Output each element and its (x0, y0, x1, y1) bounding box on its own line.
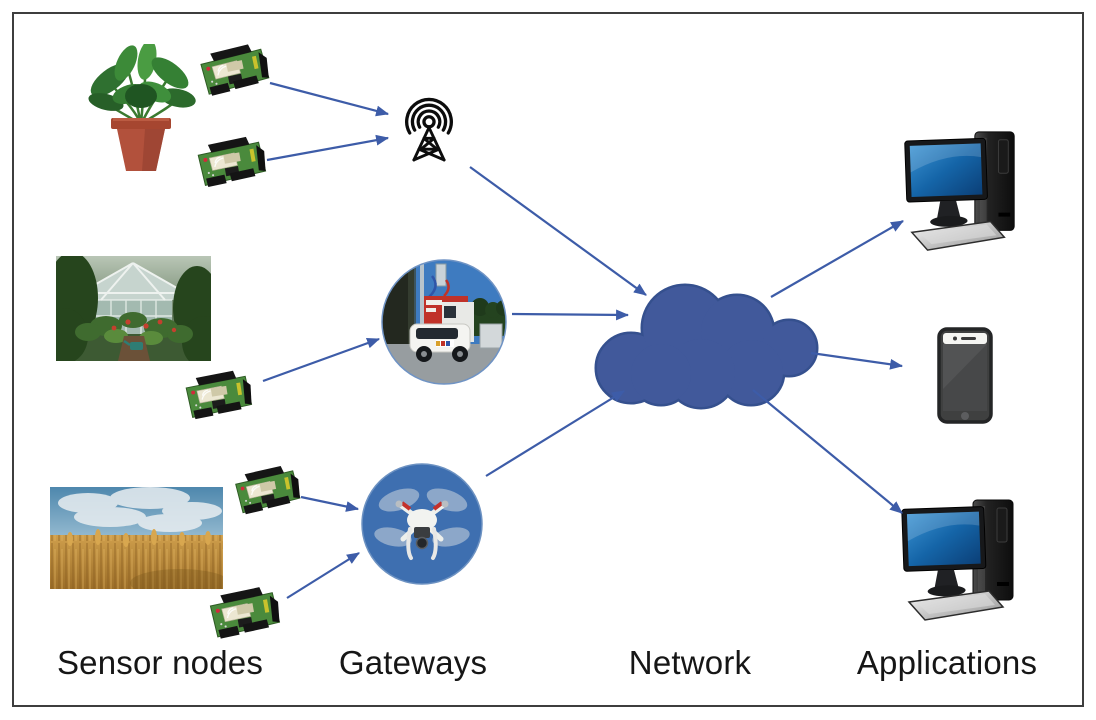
desktop-computer-1 (903, 126, 1023, 254)
stage-label-applications: Applications (856, 644, 1038, 681)
smartphone (937, 327, 993, 424)
stage-label-gateways: Gateways (338, 644, 488, 681)
arrow-sensor-board-plant-2-to-radio-tower-gateway (266, 134, 390, 162)
sensor-board-plant-1 (189, 35, 277, 110)
truck-image (380, 258, 508, 386)
drone-photo (361, 463, 483, 585)
sensor-board-icon (225, 457, 308, 528)
smartphone-icon (937, 327, 993, 424)
radio-tower-icon (393, 83, 465, 175)
sensor-board-icon (175, 363, 258, 432)
wheat-field-image (50, 487, 223, 589)
base-station-truck-photo (380, 258, 508, 386)
arrow-sensor-board-field-2-to-drone-gateway (286, 552, 360, 599)
arrow-sensor-board-field-1-to-drone-gateway (300, 495, 360, 512)
stage-label-sensor-nodes: Sensor nodes (56, 644, 264, 681)
greenhouse-photo (56, 256, 211, 361)
desktop-computer-icon (903, 126, 1023, 254)
greenhouse-image (56, 256, 211, 361)
sensor-board-field-1 (225, 457, 308, 528)
sensor-board-field-2 (199, 578, 287, 652)
arrow-sensor-board-greenhouse-to-truck-gateway (262, 337, 381, 383)
network-cloud (585, 276, 825, 410)
sensor-board-icon (189, 35, 277, 110)
wheat-field-photo (50, 487, 223, 589)
stage-label-network: Network (628, 644, 752, 681)
sensor-board-plant-2 (187, 127, 273, 201)
sensor-board-icon (199, 578, 287, 652)
radio-tower-glyph (393, 83, 465, 175)
sensor-board-icon (187, 127, 273, 201)
drone-image (361, 463, 483, 585)
sensor-board-greenhouse (175, 363, 258, 432)
arrow-sensor-board-plant-1-to-radio-tower-gateway (269, 81, 390, 117)
potted-plant-image (85, 44, 197, 176)
desktop-computer-icon (901, 494, 1021, 624)
cloud-shape (585, 276, 825, 410)
potted-plant-photo (85, 44, 197, 176)
desktop-computer-2 (901, 494, 1021, 624)
